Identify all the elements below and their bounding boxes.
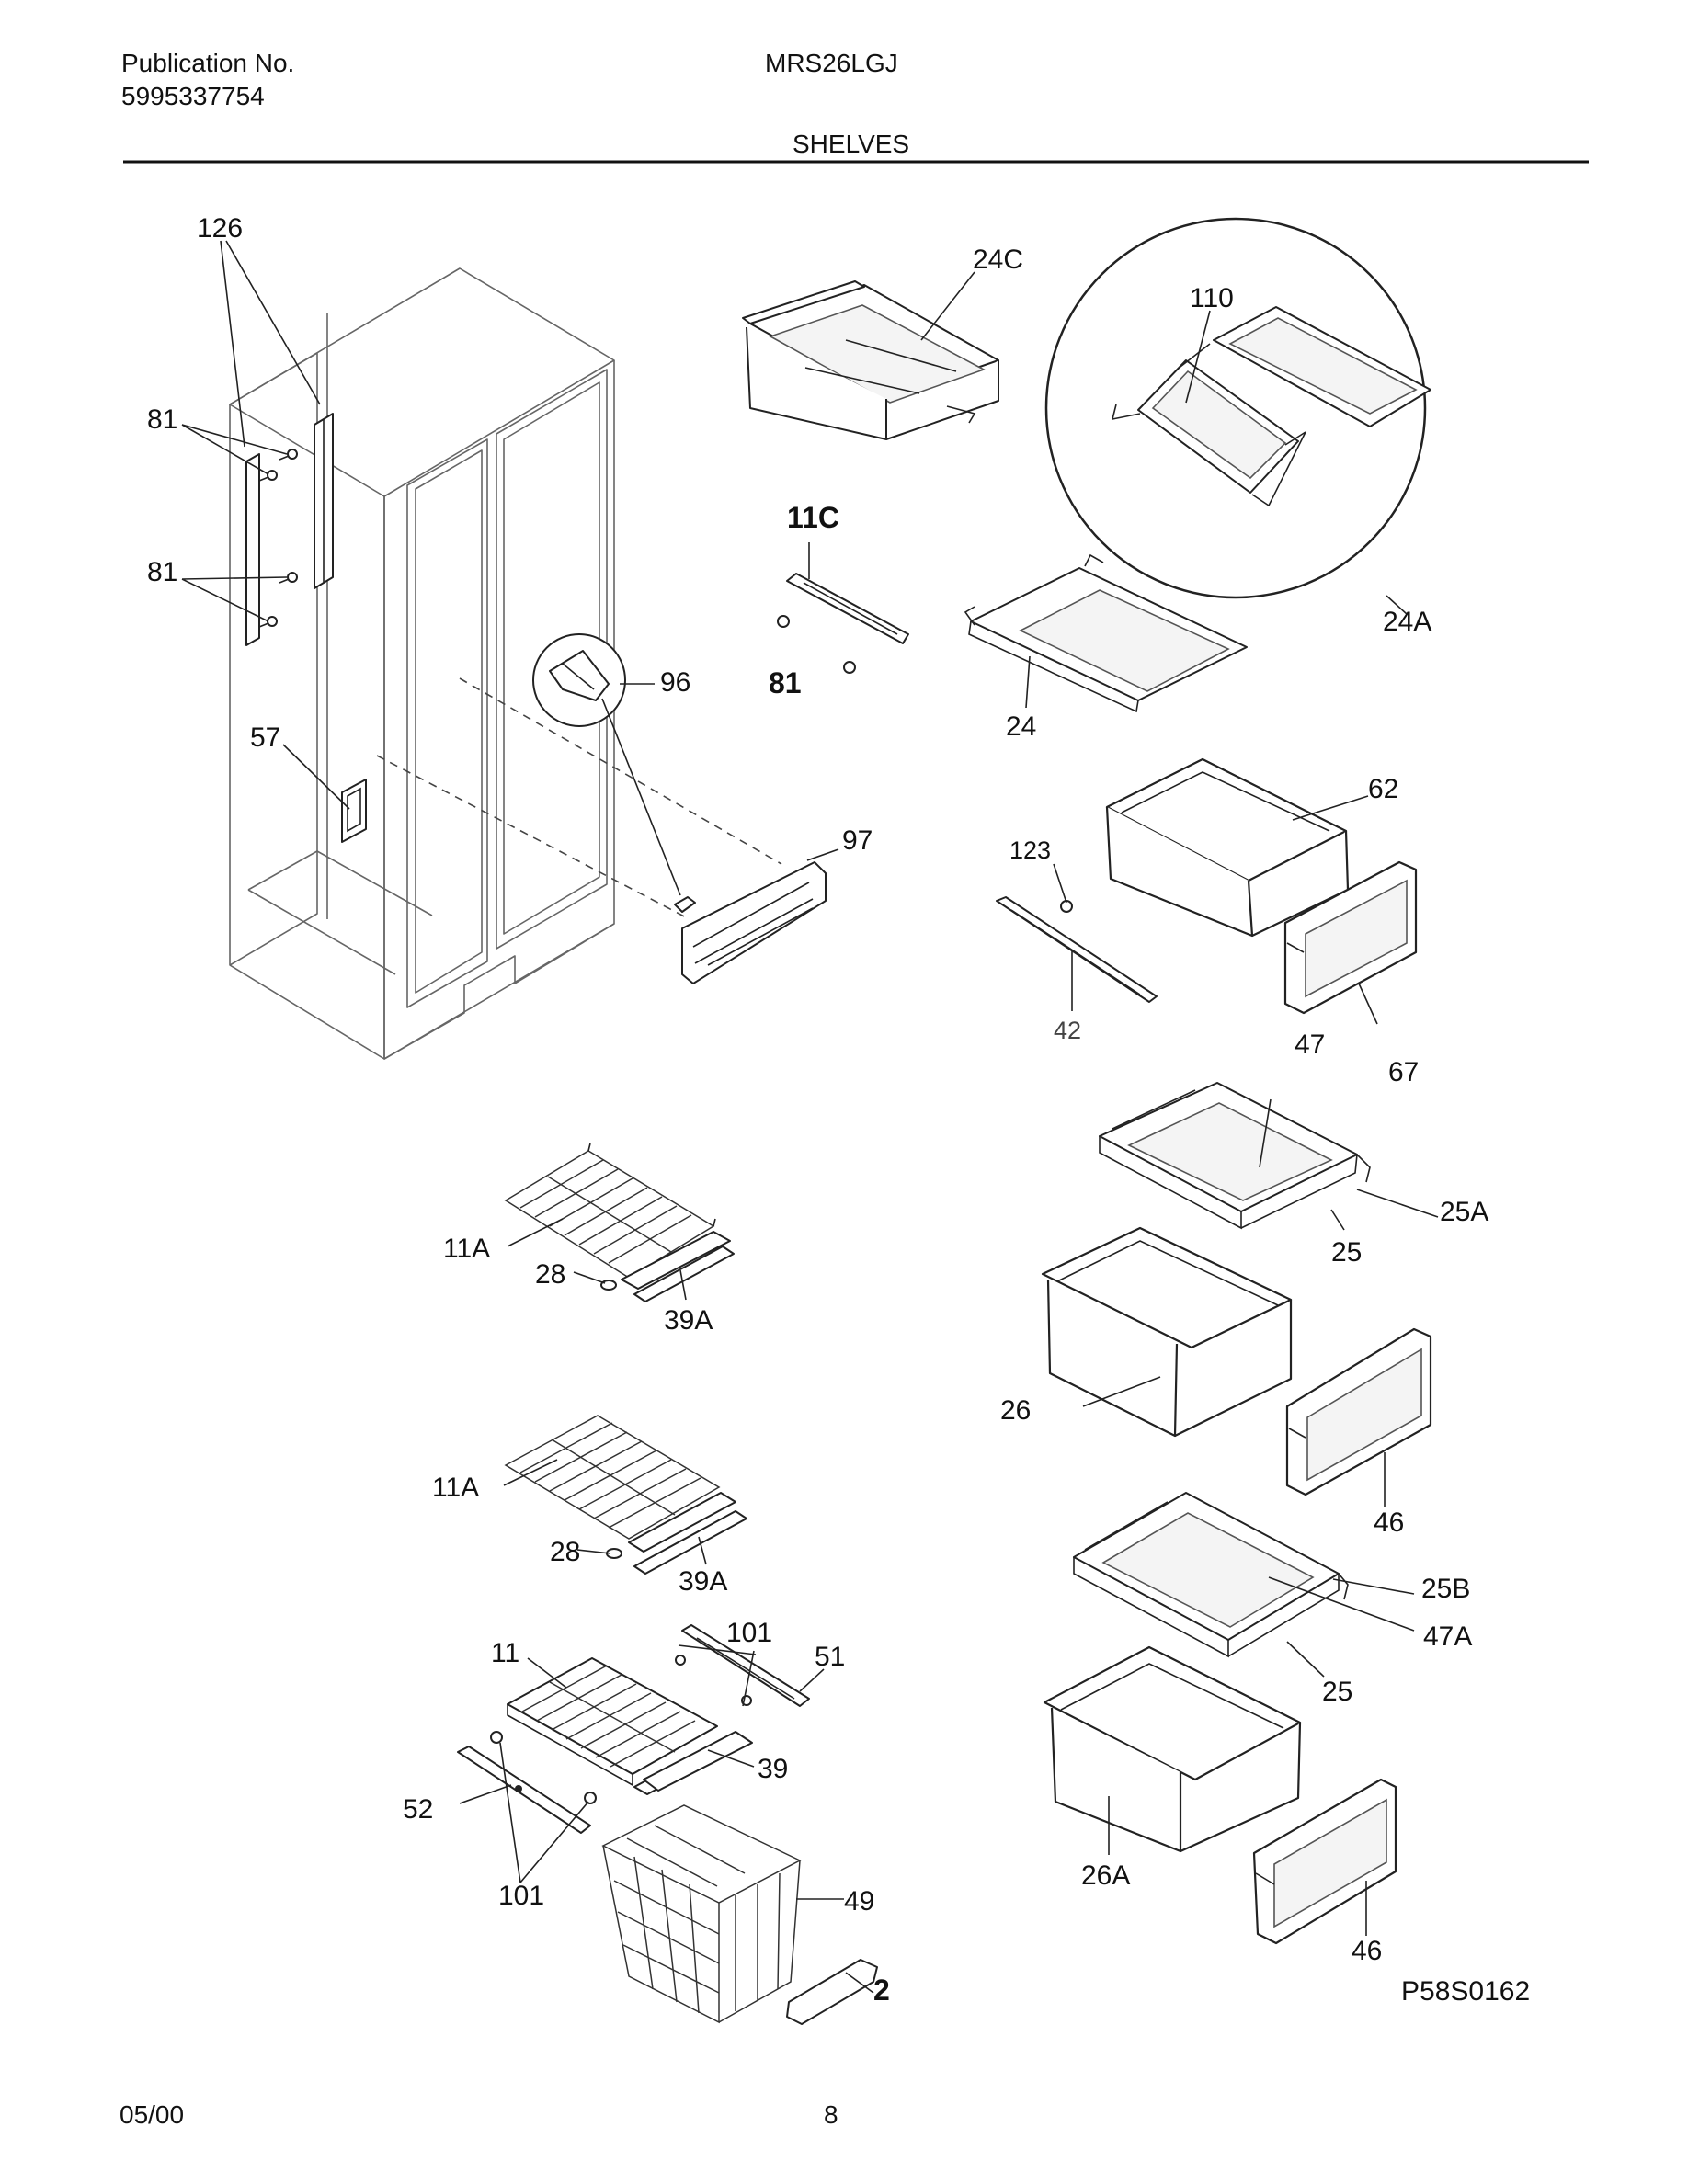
callout-2: 2: [873, 1974, 890, 2007]
callout-101-upper: 101: [726, 1618, 772, 1648]
callout-11A-upper: 11A: [443, 1234, 490, 1264]
callout-42: 42: [1054, 1017, 1081, 1044]
callout-81-bracket: 81: [769, 666, 802, 700]
callout-26A: 26A: [1081, 1860, 1130, 1891]
part-52-rail: [457, 1731, 597, 1834]
callout-123: 123: [1009, 836, 1051, 864]
callout-11C: 11C: [787, 501, 839, 534]
callout-47: 47: [1295, 1029, 1325, 1060]
callout-25-upper: 25: [1331, 1237, 1362, 1268]
part-51-slide-rail: [675, 1624, 810, 1707]
callout-25A: 25A: [1440, 1197, 1488, 1227]
leader-lines: [181, 240, 1439, 1994]
callout-24: 24: [1006, 711, 1036, 742]
callout-39: 39: [758, 1754, 788, 1784]
part-57-bracket: [341, 779, 367, 843]
callout-46-lower: 46: [1352, 1936, 1382, 1966]
callout-25-lower: 25: [1322, 1677, 1352, 1707]
part-97-slide: [674, 861, 827, 984]
screws-81-group: [258, 449, 298, 628]
part-46-drawer-front-upper: [1285, 1327, 1432, 1496]
part-67-cover: [1283, 860, 1418, 1015]
part-62-pan: [1105, 757, 1350, 938]
trim-strip-left: [245, 453, 260, 646]
callout-28-upper: 28: [535, 1259, 565, 1290]
callout-57: 57: [250, 722, 280, 753]
callout-26: 26: [1000, 1395, 1031, 1426]
callout-67: 67: [1388, 1057, 1419, 1087]
callout-52: 52: [403, 1794, 433, 1825]
callout-labels: 126 81 81 57 96 97 24C 11C 81 110 24A 24…: [147, 213, 1530, 2007]
section-title: SHELVES: [793, 130, 910, 158]
callout-81-upper: 81: [147, 404, 177, 435]
part-2-handle: [786, 1959, 878, 2025]
callout-11A-lower: 11A: [432, 1473, 479, 1503]
callout-97: 97: [842, 825, 873, 856]
callout-62: 62: [1368, 774, 1398, 804]
footer-page-number: 8: [824, 2100, 838, 2129]
drawing-code: P58S0162: [1401, 1976, 1530, 2007]
part-96-glide: [549, 650, 610, 701]
publication-number: 5995337754: [121, 82, 265, 110]
callout-47A: 47A: [1423, 1621, 1472, 1652]
part-25B-crisper-cover: [1073, 1492, 1349, 1658]
callout-24C: 24C: [973, 245, 1023, 275]
callout-81-lower: 81: [147, 557, 177, 587]
footer-date: 05/00: [120, 2100, 185, 2129]
callout-28-lower: 28: [550, 1537, 580, 1567]
part-26A-crisper-pan: [1043, 1645, 1302, 1853]
model-number: MRS26LGJ: [765, 49, 898, 77]
part-24C-shelf: [742, 280, 999, 440]
callout-96: 96: [660, 667, 690, 698]
callout-11: 11: [491, 1638, 519, 1668]
part-39-trim: [643, 1731, 753, 1792]
part-11-wire-shelf: [507, 1657, 740, 1795]
callout-51: 51: [815, 1642, 845, 1672]
callout-39A-upper: 39A: [664, 1305, 713, 1336]
callout-39A-lower: 39A: [679, 1566, 727, 1597]
callout-126: 126: [197, 213, 243, 244]
part-11A-wire-shelf-upper: [504, 1143, 735, 1302]
part-25A-crisper-cover: [1099, 1082, 1371, 1230]
part-24-shelf: [964, 553, 1248, 713]
part-46-drawer-front-lower: [1252, 1778, 1397, 1945]
callout-25B: 25B: [1421, 1574, 1470, 1604]
callout-24A: 24A: [1383, 607, 1431, 637]
part-26-crisper-pan: [1041, 1226, 1293, 1438]
part-11A-wire-shelf-lower: [504, 1415, 747, 1575]
callout-101-lower: 101: [498, 1881, 544, 1911]
part-11C-bracket: [777, 573, 909, 674]
part-42-rail: [996, 896, 1158, 1003]
publication-label: Publication No.: [121, 49, 295, 77]
refrigerator-cabinet: [229, 267, 615, 1060]
callout-110: 110: [1190, 283, 1234, 313]
callout-46-upper: 46: [1374, 1507, 1404, 1538]
part-110-shelf-assembly: [1111, 306, 1431, 507]
callout-49: 49: [844, 1886, 874, 1917]
part-49-wire-basket: [601, 1804, 802, 2024]
